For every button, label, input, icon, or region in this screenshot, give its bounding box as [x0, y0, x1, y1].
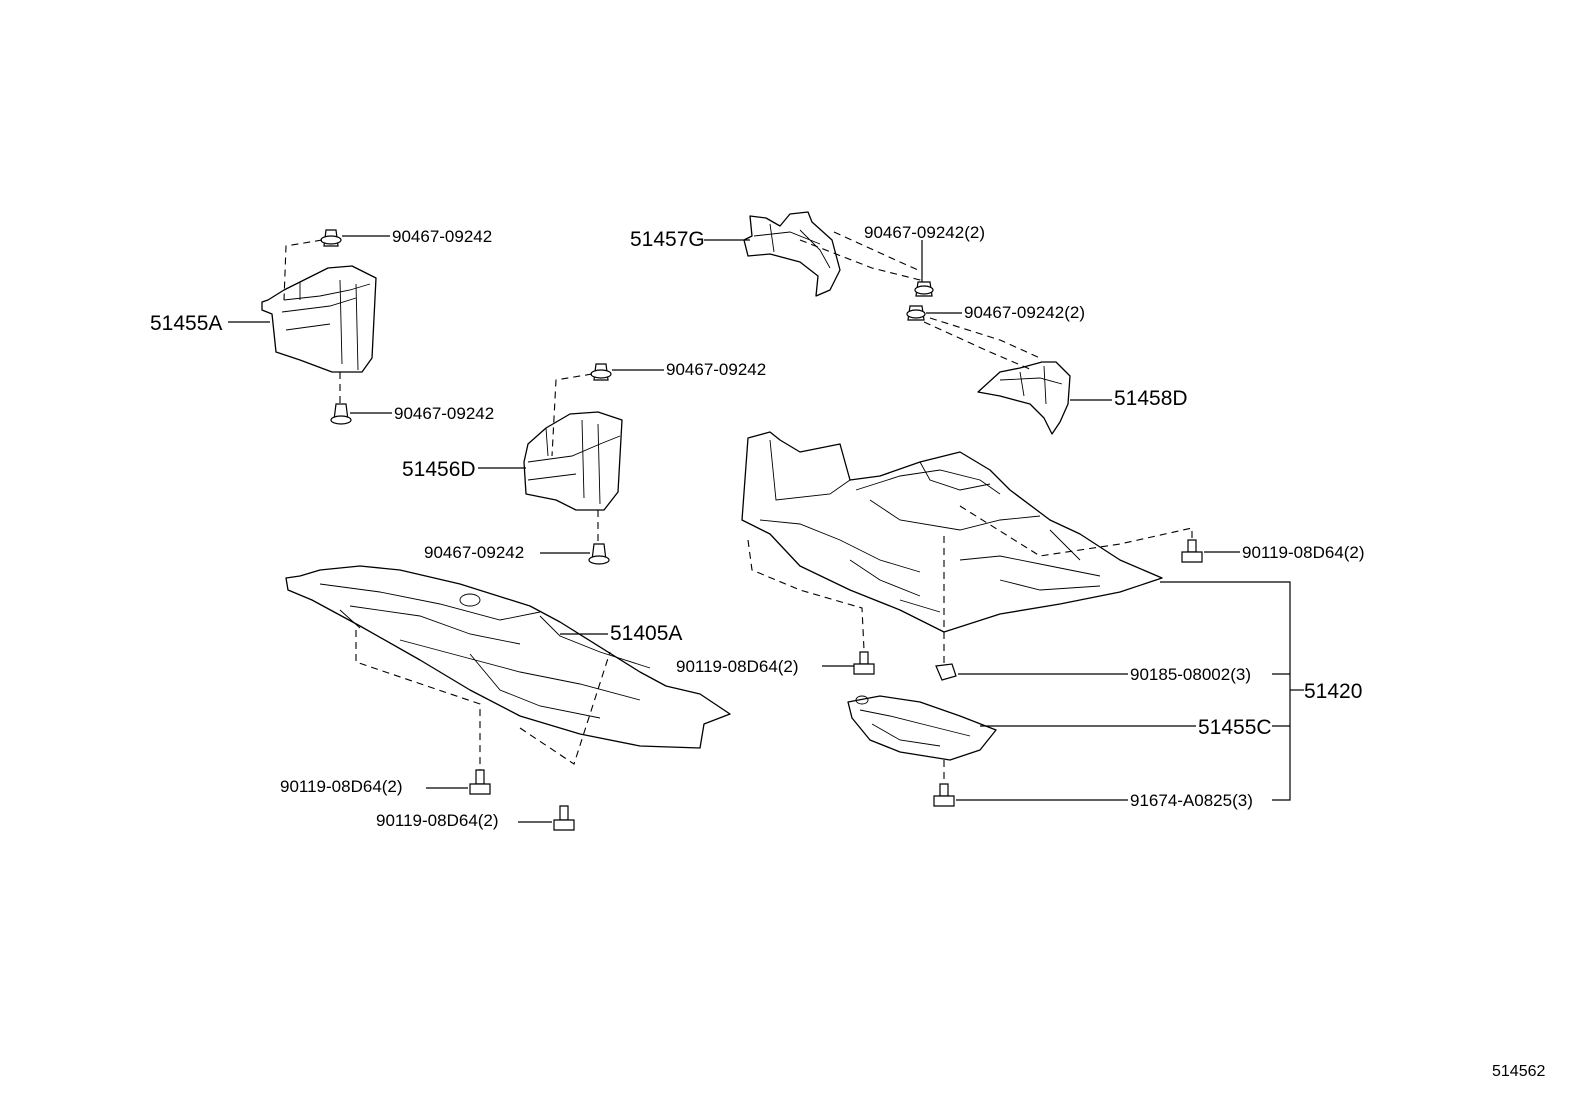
- label-90467-09242-b: 90467-09242: [394, 404, 494, 423]
- part-51405A-illustration: [285, 565, 731, 749]
- label-90119-08D64-a: 90119-08D64(2): [280, 777, 403, 796]
- part-51455C-illustration: [847, 695, 997, 761]
- bolt-icon: [853, 651, 875, 675]
- clip-fastener-icon: [914, 281, 934, 297]
- part-51458D-illustration: [977, 361, 1071, 435]
- label-90119-08D64-b: 90119-08D64(2): [376, 811, 499, 830]
- label-90467-09242-d: 90467-09242: [424, 543, 524, 562]
- label-90467-09242-e: 90467-09242(2): [864, 223, 985, 242]
- label-51456D: 51456D: [402, 458, 476, 481]
- bolt-icon: [553, 805, 575, 831]
- bolt-icon: [933, 783, 955, 807]
- label-51455A: 51455A: [150, 312, 222, 335]
- label-90467-09242-c: 90467-09242: [666, 360, 766, 379]
- label-90119-08D64-d: 90119-08D64(2): [676, 657, 799, 676]
- part-51455A-illustration: [261, 265, 377, 373]
- clip-fastener-icon: [588, 543, 610, 565]
- nut-clip-icon: [935, 663, 957, 681]
- label-51458D: 51458D: [1114, 387, 1188, 410]
- part-51456D-illustration: [523, 411, 623, 511]
- clip-fastener-icon: [906, 305, 926, 321]
- label-90467-09242-a: 90467-09242: [392, 227, 492, 246]
- label-90119-08D64-c: 90119-08D64(2): [1242, 543, 1365, 562]
- bolt-icon: [1181, 539, 1203, 563]
- part-51420-illustration: [741, 431, 1163, 633]
- label-90467-09242-f: 90467-09242(2): [964, 303, 1085, 322]
- clip-fastener-icon: [320, 229, 342, 247]
- label-51455C: 51455C: [1198, 716, 1272, 739]
- label-51405A: 51405A: [610, 622, 682, 645]
- clip-fastener-icon: [330, 403, 352, 425]
- label-90185-08002: 90185-08002(3): [1130, 665, 1251, 684]
- clip-fastener-icon: [590, 363, 612, 381]
- bolt-icon: [469, 769, 491, 795]
- diagram-id: 514562: [1492, 1063, 1545, 1080]
- label-51420: 51420: [1304, 680, 1362, 703]
- label-91674-A0825: 91674-A0825(3): [1130, 791, 1253, 810]
- label-51457G: 51457G: [630, 228, 705, 251]
- part-51457G-illustration: [743, 211, 841, 297]
